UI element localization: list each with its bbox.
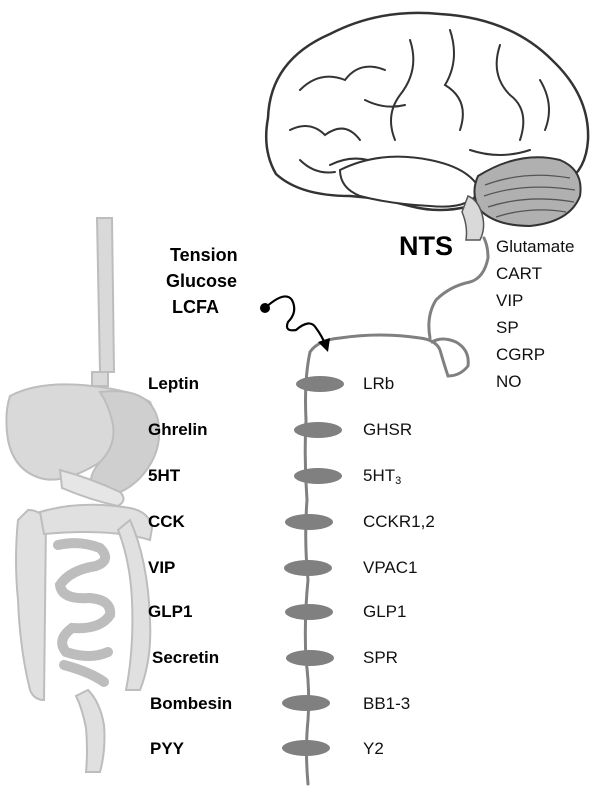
stimulus-label: Tension xyxy=(170,245,238,265)
neurotransmitter-label: CGRP xyxy=(496,345,546,364)
receptor-label: SPR xyxy=(363,648,398,667)
receptor-marker xyxy=(294,468,342,484)
hormone-label: Leptin xyxy=(148,374,199,393)
receptor-label: GHSR xyxy=(363,420,413,439)
receptor-marker xyxy=(294,422,342,438)
hormone-label: Secretin xyxy=(152,648,220,667)
hormone-label: VIP xyxy=(148,558,176,577)
receptor-label: Y2 xyxy=(363,739,384,758)
stimulus-label: Glucose xyxy=(166,271,238,291)
receptor-subscript: 3 xyxy=(395,475,402,487)
hormone-label: Ghrelin xyxy=(148,420,208,439)
hormone-label: CCK xyxy=(148,512,185,531)
hormone-label: 5HT xyxy=(148,466,181,485)
hormone-label: Bombesin xyxy=(150,694,233,713)
receptor-marker xyxy=(282,695,330,711)
receptor-label: CCKR1,2 xyxy=(363,512,435,531)
receptor-label-text: 5HT xyxy=(363,466,396,485)
receptor-marker xyxy=(286,650,334,666)
receptor-markers xyxy=(282,376,344,756)
neurotransmitter-label: NO xyxy=(496,372,522,391)
stimulus-arrow-icon xyxy=(260,295,330,352)
neurotransmitter-label: SP xyxy=(496,318,519,337)
neurotransmitter-label: Glutamate xyxy=(496,237,575,256)
receptor-marker xyxy=(284,560,332,576)
hormone-label: PYY xyxy=(150,739,185,758)
hormone-label: GLP1 xyxy=(148,602,193,621)
receptor-marker xyxy=(285,604,333,620)
receptor-marker xyxy=(296,376,344,392)
neurotransmitter-label: CART xyxy=(496,264,542,283)
receptor-marker xyxy=(285,514,333,530)
receptor-label: VPAC1 xyxy=(363,558,418,577)
receptor-label: BB1-3 xyxy=(363,694,411,713)
receptor-label: GLP1 xyxy=(363,602,407,621)
brain-illustration xyxy=(265,11,590,241)
receptor-marker xyxy=(282,740,330,756)
receptor-label: 5HT3 xyxy=(363,467,401,487)
receptor-label: LRb xyxy=(363,374,395,393)
digestive-tract-illustration xyxy=(5,217,161,773)
stimulus-label: LCFA xyxy=(172,297,219,317)
neurotransmitter-label: VIP xyxy=(496,291,524,310)
nts-label: NTS xyxy=(399,231,453,261)
